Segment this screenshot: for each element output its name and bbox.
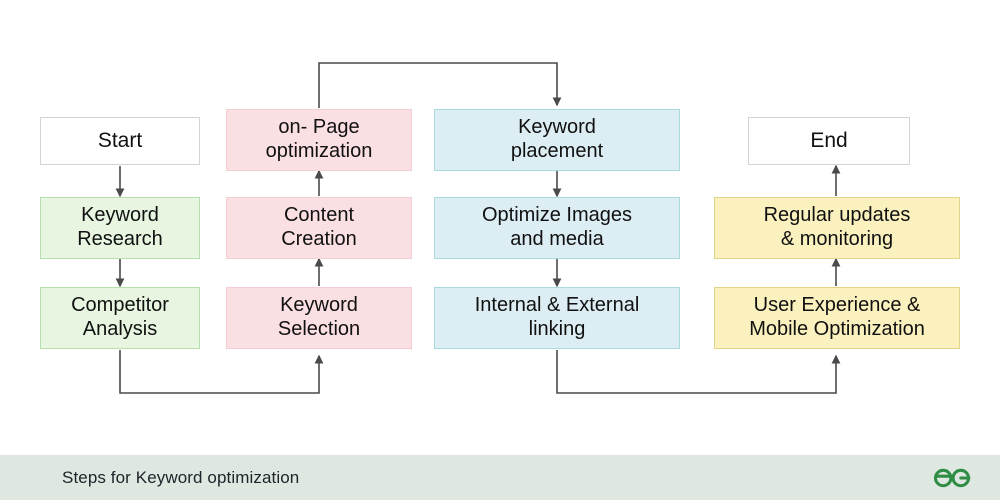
node-content-creation[interactable]: Content Creation [226, 197, 412, 259]
node-user-experience-mobile-optimization[interactable]: User Experience & Mobile Optimization [714, 287, 960, 349]
node-competitor-analysis[interactable]: Competitor Analysis [40, 287, 200, 349]
node-end[interactable]: End [748, 117, 910, 165]
footer-caption: Steps for Keyword optimization [62, 467, 300, 487]
edge-internal-external-linking-to-user-experience-mobile-optimization [556, 350, 841, 394]
edge-competitor-analysis-to-keyword-selection [119, 350, 324, 394]
node-internal-external-linking[interactable]: Internal & External linking [434, 287, 680, 349]
node-keyword-placement[interactable]: Keyword placement [434, 109, 680, 171]
node-optimize-images-and-media[interactable]: Optimize Images and media [434, 197, 680, 259]
node-start[interactable]: Start [40, 117, 200, 165]
geeksforgeeks-logo-icon [930, 466, 974, 490]
edge-on-page-optimization-to-keyword-placement [318, 62, 562, 108]
node-keyword-research[interactable]: Keyword Research [40, 197, 200, 259]
node-regular-updates-monitoring[interactable]: Regular updates & monitoring [714, 197, 960, 259]
footer-bar: Steps for Keyword optimization [0, 455, 1000, 500]
node-on-page-optimization[interactable]: on- Page optimization [226, 109, 412, 171]
node-keyword-selection[interactable]: Keyword Selection [226, 287, 412, 349]
